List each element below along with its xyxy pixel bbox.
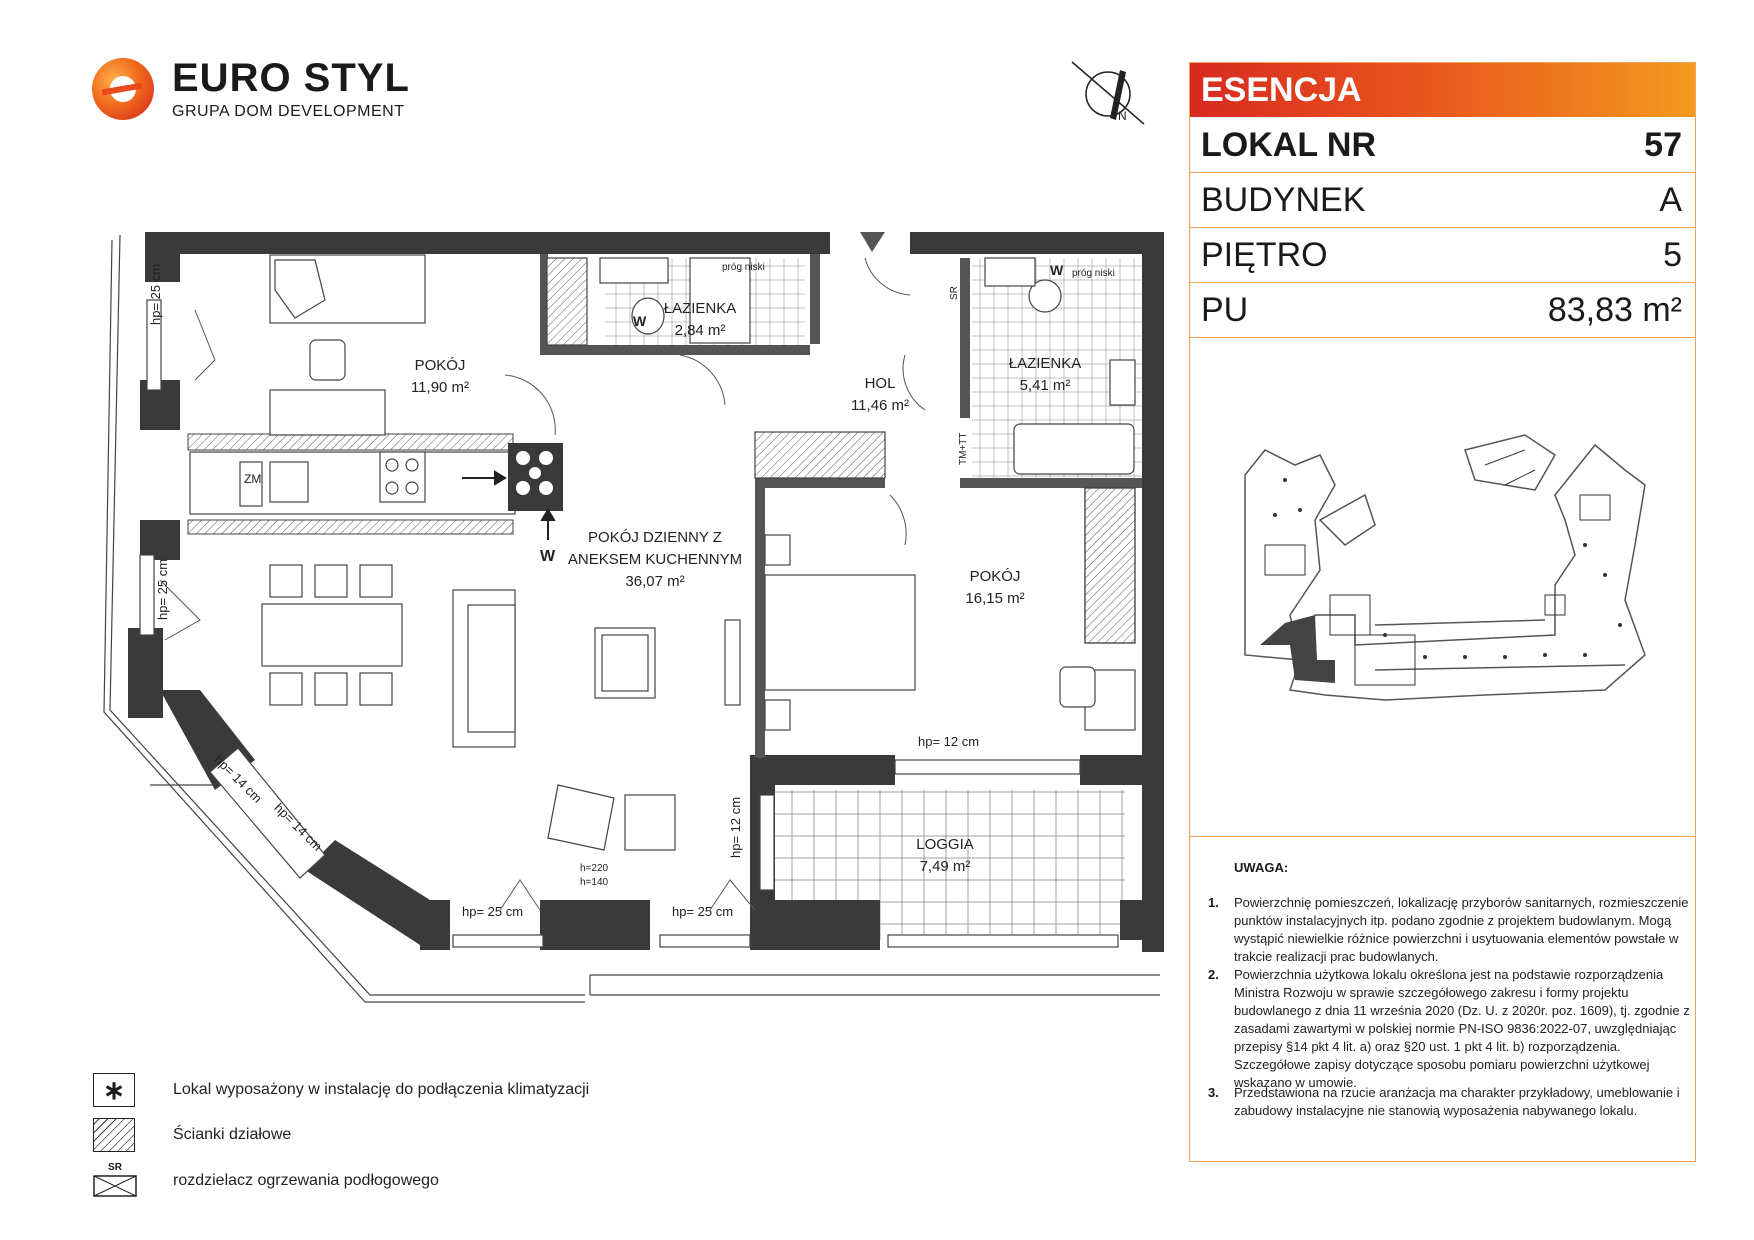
- legend-sr-text: rozdzielacz ogrzewania podłogowego: [173, 1172, 439, 1189]
- room-area: 5,41 m²: [1019, 377, 1071, 394]
- ac-symbol-icon: ∗: [93, 1073, 135, 1107]
- panel-divider: [1190, 836, 1695, 837]
- room-area: 11,90 m²: [410, 379, 470, 396]
- row-value: 83,83 m²: [1547, 291, 1682, 329]
- threshold-label: próg niski: [722, 262, 765, 273]
- room-name: LOGGIA: [916, 836, 974, 853]
- room-area: 11,46 m²: [850, 397, 910, 414]
- floor-plan: [103, 232, 1164, 1003]
- svg-text:N: N: [1118, 109, 1127, 123]
- row-lokal: LOKAL NR 57: [1190, 118, 1695, 173]
- sill-height-label: hp= 12 cm: [728, 796, 743, 858]
- threshold-label: próg niski: [1072, 268, 1115, 279]
- window-height-label: h=140: [580, 877, 609, 888]
- row-pu: PU 83,83 m²: [1190, 283, 1695, 338]
- sill-height-label: hp= 12 cm: [918, 734, 980, 749]
- room-area: 2,84 m²: [674, 322, 726, 339]
- row-value: 5: [1663, 236, 1682, 274]
- row-value: A: [1659, 181, 1682, 219]
- room-area: 16,15 m²: [965, 590, 1025, 607]
- window-height-label: h=220: [580, 863, 609, 874]
- partition-wall-icon: [93, 1118, 135, 1152]
- info-panel: [1189, 62, 1696, 1162]
- sill-height-label: hp= 25 cm: [148, 263, 163, 325]
- room-area: 36,07 m²: [625, 573, 685, 590]
- sr-plan-label: SR: [949, 286, 960, 300]
- note-number: 2.: [1208, 967, 1219, 982]
- row-pietro: PIĘTRO 5: [1190, 228, 1695, 283]
- note-number: 3.: [1208, 1085, 1219, 1100]
- note-text: Powierzchnia użytkowa lokalu określona j…: [1234, 967, 1690, 1090]
- room-name: POKÓJ: [969, 568, 1021, 585]
- note-text: Przedstawiona na rzucie aranżacja ma cha…: [1234, 1085, 1680, 1118]
- legend-ac-text: Lokal wyposażony w instalację do podłącz…: [173, 1081, 590, 1098]
- row-label: BUDYNEK: [1201, 181, 1366, 219]
- legend-walls-text: Ścianki działowe: [173, 1126, 292, 1143]
- room-name-line1: POKÓJ DZIENNY Z: [588, 529, 722, 546]
- room-name: ŁAZIENKA: [1008, 355, 1082, 372]
- water-mark: W: [633, 313, 647, 329]
- note-text: Powierzchnię pomieszczeń, lokalizację pr…: [1234, 895, 1689, 964]
- row-label: PIĘTRO: [1201, 236, 1328, 274]
- sill-height-label: hp= 25 cm: [672, 904, 734, 919]
- sill-height-label: hp= 25 cm: [462, 904, 524, 919]
- eurostyl-logo-icon: [92, 58, 154, 120]
- row-label: LOKAL NR: [1201, 126, 1377, 164]
- brand-name: EURO STYL: [172, 56, 410, 100]
- investment-header: ESENCJA: [1190, 63, 1695, 117]
- water-mark: W: [540, 548, 556, 565]
- notes-title: UWAGA:: [1234, 860, 1289, 875]
- room-name: ŁAZIENKA: [663, 300, 737, 317]
- water-mark: W: [1050, 262, 1064, 278]
- note-number: 1.: [1208, 895, 1219, 910]
- investment-name: ESENCJA: [1201, 71, 1362, 109]
- room-name: POKÓJ: [414, 357, 466, 374]
- north-arrow-icon: N: [1071, 61, 1145, 125]
- sr-symbol-label: SR: [108, 1162, 122, 1173]
- building-key-plan: [1244, 434, 1646, 701]
- room-area: 7,49 m²: [919, 858, 971, 875]
- sr-distributor-icon: [93, 1175, 137, 1197]
- room-name-line2: ANEKSEM KUCHENNYM: [567, 551, 743, 568]
- zm-label: ZM: [244, 472, 262, 486]
- row-value: 57: [1644, 126, 1682, 164]
- room-name: HOL: [864, 375, 896, 392]
- brand-tagline: GRUPA DOM DEVELOPMENT: [172, 103, 405, 120]
- tmtt-label: TM+TT: [958, 432, 969, 466]
- row-budynek: BUDYNEK A: [1190, 173, 1695, 228]
- sill-height-label: hp= 25 cm: [155, 558, 170, 620]
- row-label: PU: [1201, 291, 1249, 329]
